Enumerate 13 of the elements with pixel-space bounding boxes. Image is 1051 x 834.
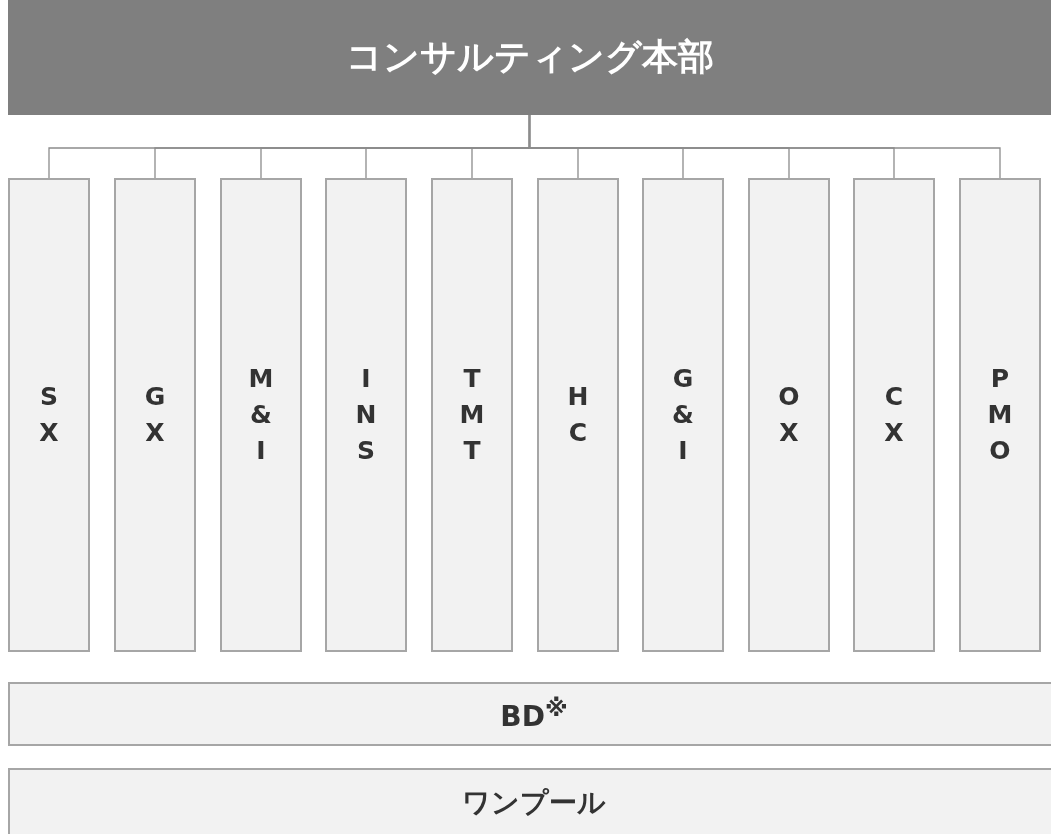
division-box: CX bbox=[853, 178, 935, 652]
division-box: TMT bbox=[431, 178, 513, 652]
header-bar: コンサルティング本部 bbox=[8, 0, 1051, 115]
division-box: OX bbox=[748, 178, 830, 652]
division-box: INS bbox=[325, 178, 407, 652]
division-box: HC bbox=[537, 178, 619, 652]
division-box: PMO bbox=[959, 178, 1041, 652]
division-box: G&I bbox=[642, 178, 724, 652]
division-box: GX bbox=[114, 178, 196, 652]
unit-bar: ワンプール bbox=[8, 768, 1051, 834]
division-box: M&I bbox=[220, 178, 302, 652]
unit-bar: BD$^{※}$ bbox=[8, 682, 1051, 746]
division-box: SX bbox=[8, 178, 90, 652]
